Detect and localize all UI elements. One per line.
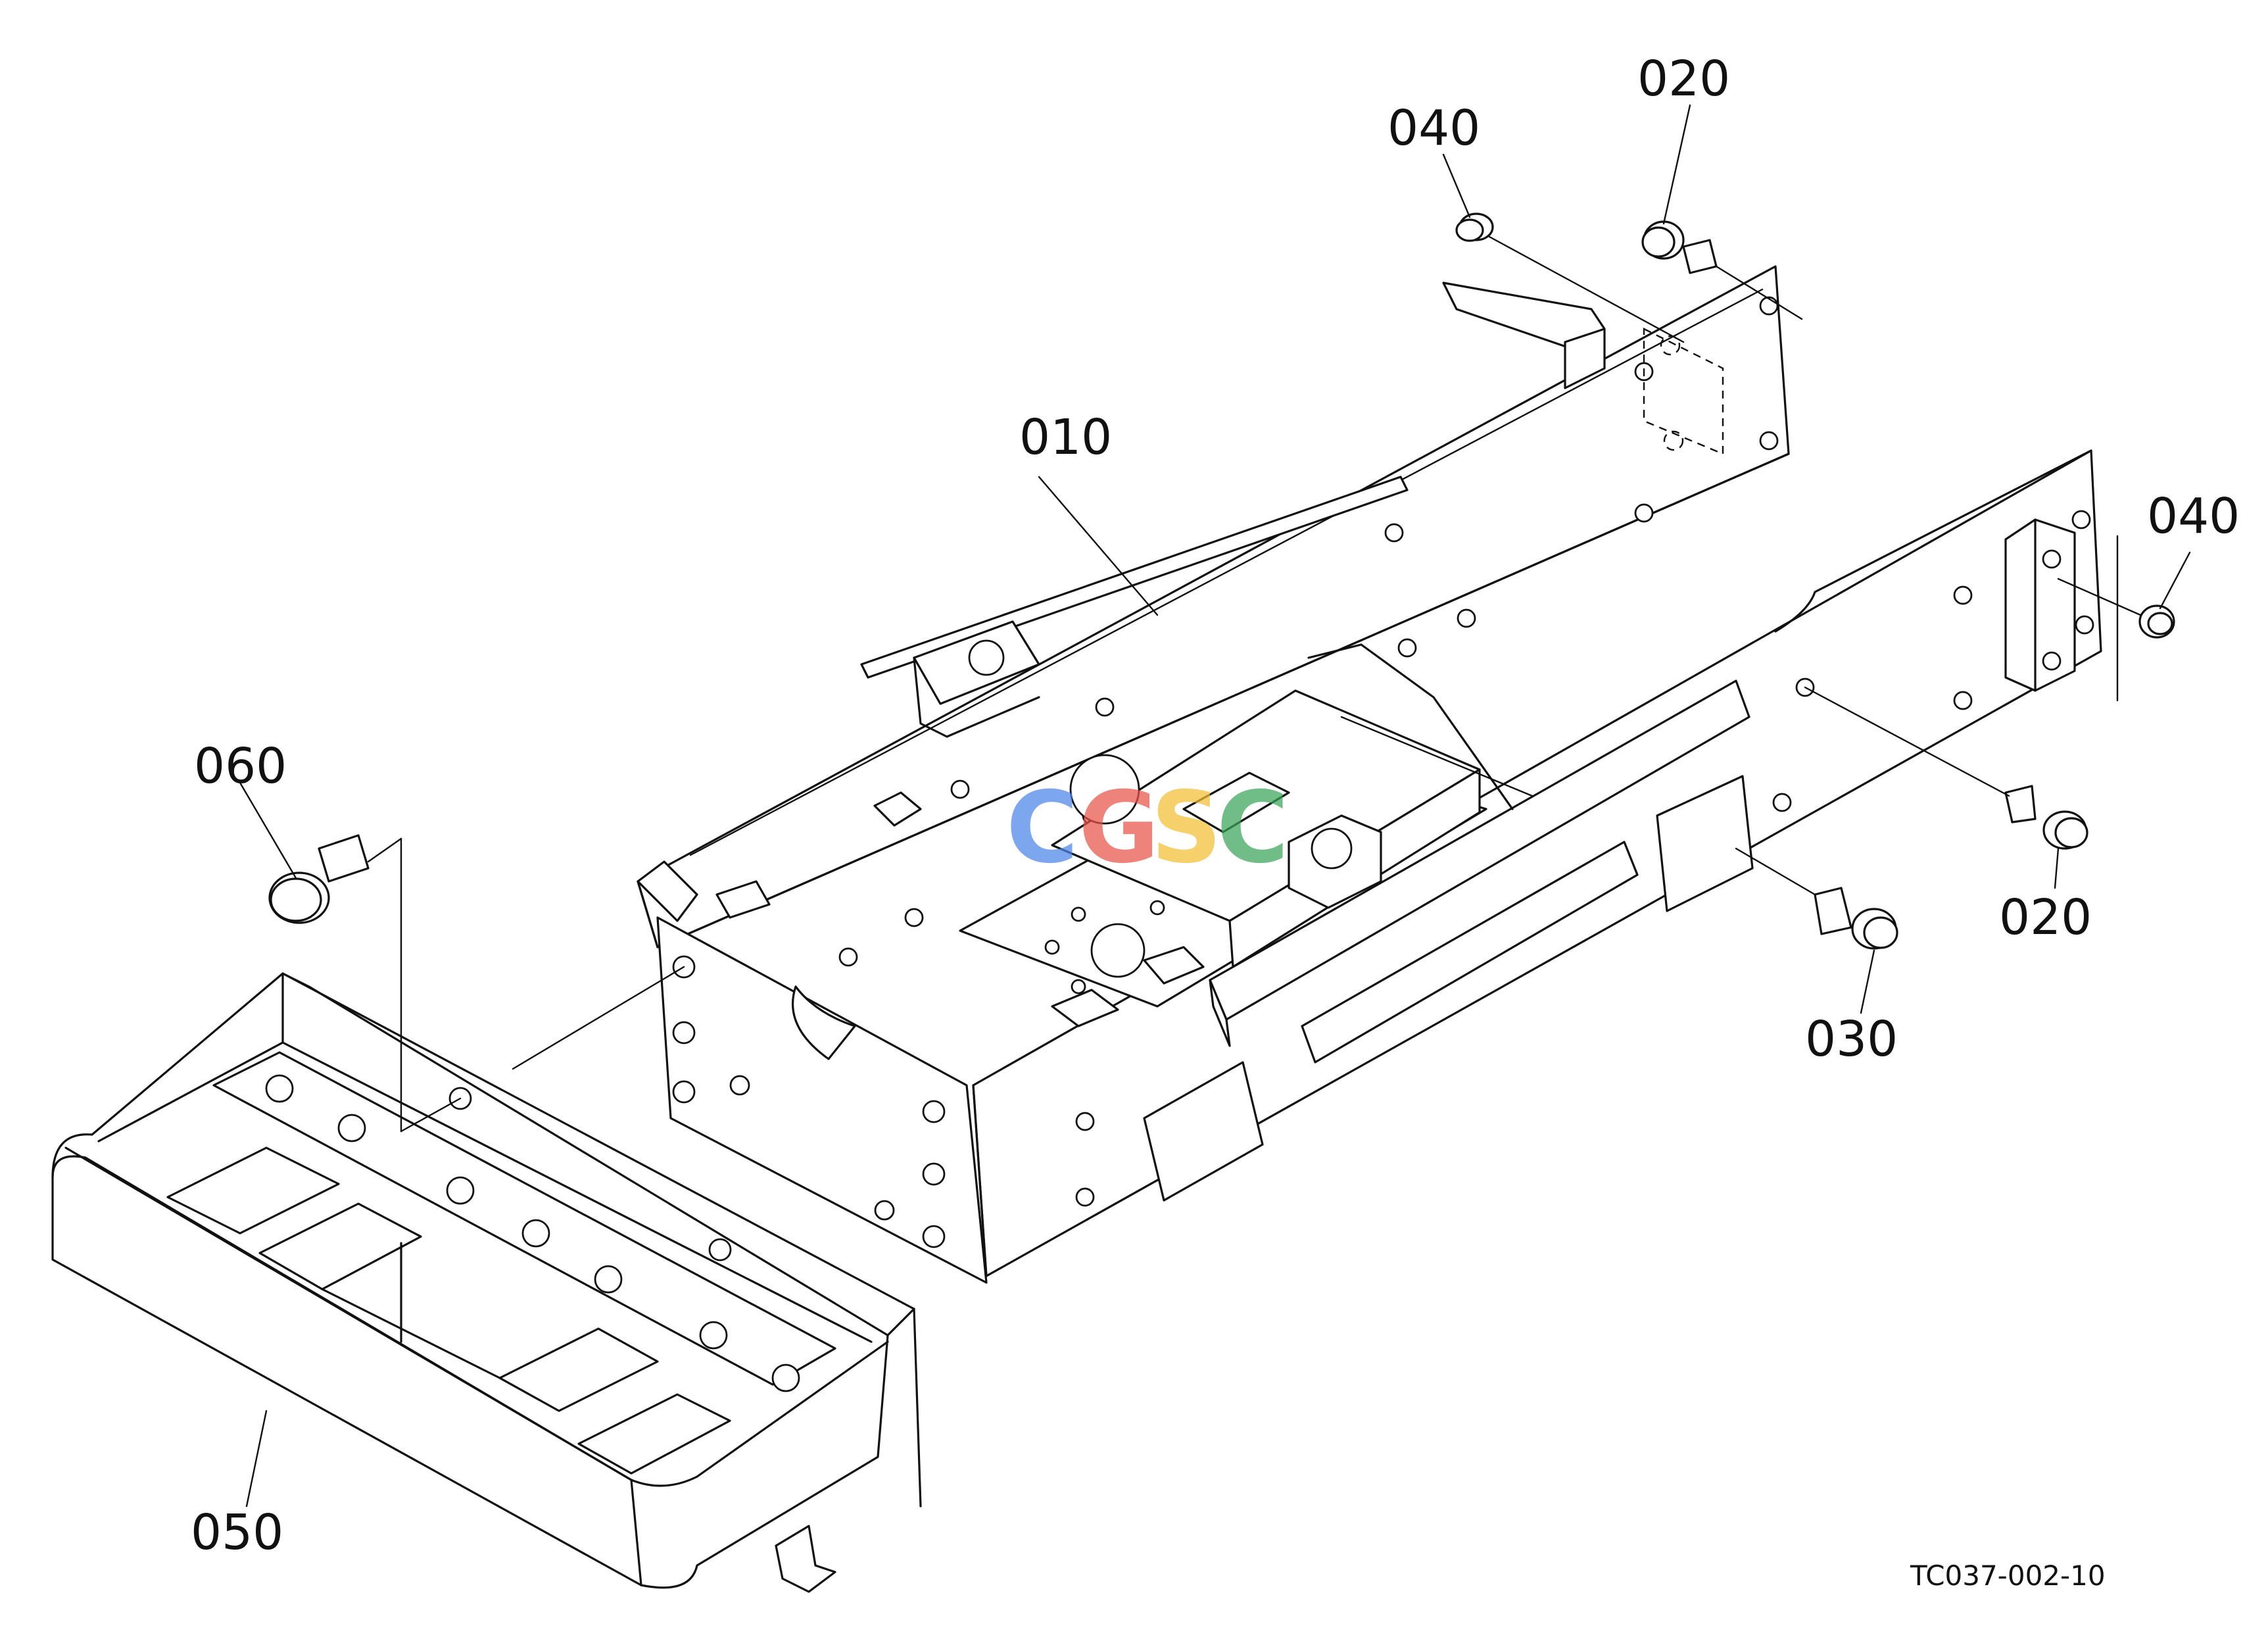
- drawing-code: TC037-002-10: [1910, 1560, 2106, 1592]
- watermark: C G S C: [1006, 771, 1289, 885]
- bolt-020-top: [1641, 220, 1718, 274]
- alignment-lines: [367, 235, 2142, 1133]
- callout-050: 050: [191, 1504, 283, 1561]
- washer-040-top: [1455, 212, 1494, 242]
- callout-020-right: 020: [1999, 889, 2092, 946]
- callout-060: 060: [194, 738, 287, 795]
- watermark-letter-4: C: [1217, 771, 1289, 885]
- watermark-letter-1: C: [1006, 771, 1078, 885]
- callout-020-top: 020: [1637, 51, 1730, 107]
- leader-lines: [239, 104, 2191, 1508]
- callout-010: 010: [1019, 409, 1112, 466]
- bolt-060: [268, 834, 370, 924]
- callout-labels: 010 020 040 040 020 030 060 050: [191, 51, 2240, 1561]
- washer-040-right: [2138, 604, 2175, 639]
- frame-right-rail: [972, 449, 2102, 1277]
- step-assembly: [51, 972, 922, 1593]
- watermark-letter-2: G: [1078, 771, 1159, 885]
- frame-left-rail: [637, 265, 1790, 967]
- fasteners: [268, 212, 2175, 950]
- callout-030: 030: [1805, 1011, 1898, 1068]
- frame-front-face: [637, 860, 988, 1284]
- bolt-020-right: [2004, 785, 2088, 850]
- watermark-letter-3: S: [1151, 771, 1222, 885]
- callout-040-top: 040: [1387, 100, 1480, 157]
- bolt-030: [1814, 887, 1898, 950]
- callout-040-right: 040: [2147, 488, 2240, 545]
- frame-cross-member: [715, 643, 1533, 1027]
